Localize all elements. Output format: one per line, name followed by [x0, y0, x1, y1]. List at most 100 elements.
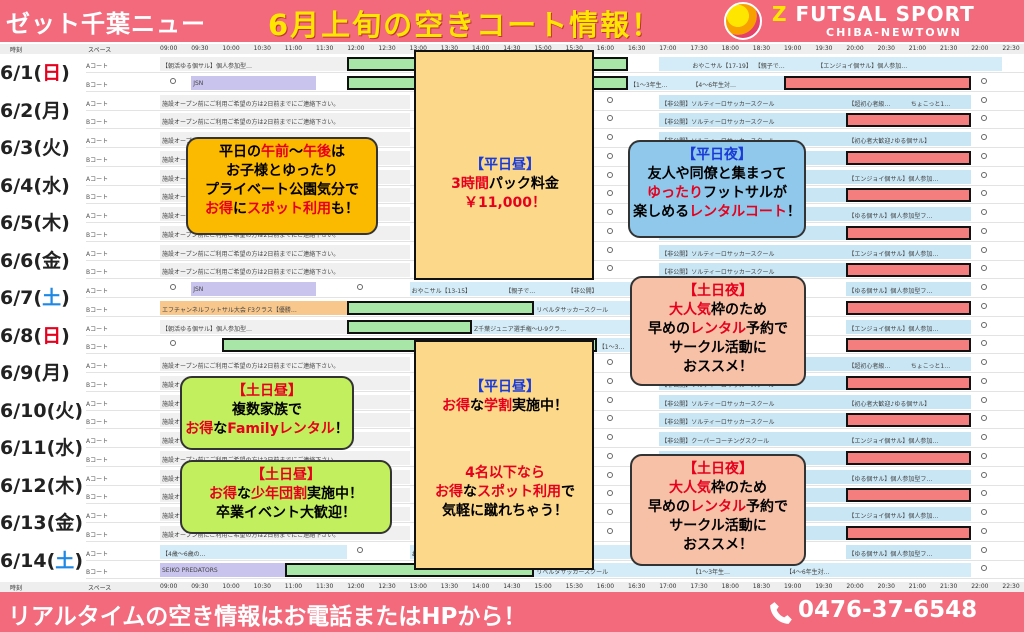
- booking-block[interactable]: 施設オープン前にご利用ご希望の方は2日前までにご連絡下さい。: [160, 244, 410, 259]
- available-slot-icon[interactable]: [170, 340, 176, 346]
- available-slot-icon[interactable]: [606, 527, 613, 534]
- available-slot-icon[interactable]: [357, 284, 364, 290]
- booking-block[interactable]: Z千葉ジュニア選手権〜U-9クラ…: [472, 319, 660, 334]
- available-slot-icon[interactable]: [981, 246, 988, 253]
- available-slot-icon[interactable]: [981, 527, 988, 534]
- booking-block[interactable]: エフチャンネルフットサル大会 F3クラス【優勝…: [160, 300, 348, 315]
- booking-block[interactable]: 【ゆる個サル】個人参加型フ…: [846, 469, 972, 484]
- available-slot-icon[interactable]: [606, 265, 613, 271]
- booking-block[interactable]: 【1〜3年生…: [690, 563, 784, 577]
- available-slot-icon[interactable]: [606, 434, 613, 440]
- booking-block[interactable]: 【非公開】ソルティーロサッカースクール: [659, 113, 847, 127]
- booking-block[interactable]: 【4歳〜6歳の…: [160, 544, 348, 559]
- booking-block[interactable]: SEIKO PREDATORS: [160, 563, 285, 577]
- available-slot-icon[interactable]: [606, 190, 613, 196]
- available-slot-icon[interactable]: [981, 152, 988, 159]
- open-block[interactable]: [846, 150, 972, 165]
- booking-block[interactable]: 【非公開】ソルティーロサッカースクール: [659, 263, 847, 277]
- available-slot-icon[interactable]: [981, 134, 988, 140]
- available-slot-icon[interactable]: [981, 340, 988, 346]
- booking-block[interactable]: 【エンジョイ個サル】個人参加…: [815, 57, 1003, 71]
- booking-block[interactable]: 【ゆる個サル】個人参加型フ…: [846, 282, 972, 296]
- available-slot-icon[interactable]: [357, 546, 364, 553]
- booking-block[interactable]: 【初心者大歓迎♪ゆる個サル】: [846, 394, 972, 409]
- open-block[interactable]: [846, 413, 972, 427]
- available-slot-icon[interactable]: [981, 77, 988, 84]
- booking-block[interactable]: 施設オープン前にご利用ご希望の方は2日前までにご連絡下さい。: [160, 94, 410, 109]
- available-slot-icon[interactable]: [170, 77, 176, 84]
- available-slot-icon[interactable]: [981, 209, 988, 215]
- available-slot-icon[interactable]: [606, 209, 613, 215]
- available-slot-icon[interactable]: [981, 452, 988, 459]
- available-slot-icon[interactable]: [606, 134, 613, 140]
- open-block[interactable]: [846, 263, 972, 277]
- booking-block[interactable]: 【超初心者級…: [846, 357, 909, 371]
- available-slot-icon[interactable]: [981, 396, 988, 403]
- open-block[interactable]: [347, 300, 535, 315]
- available-slot-icon[interactable]: [981, 302, 988, 309]
- available-slot-icon[interactable]: [981, 227, 988, 234]
- open-block[interactable]: [846, 300, 972, 315]
- open-block[interactable]: [846, 225, 972, 240]
- booking-block[interactable]: 施設オープン前にご利用ご希望の方は2日前までにご連絡下さい。: [160, 113, 410, 127]
- open-block[interactable]: [846, 450, 972, 465]
- available-slot-icon[interactable]: [981, 265, 988, 271]
- booking-block[interactable]: 【エンジョイ個サル】個人参加…: [846, 244, 972, 259]
- booking-block[interactable]: 【非公開】ソルティーロサッカースクール: [659, 94, 847, 109]
- available-slot-icon[interactable]: [606, 171, 613, 178]
- available-slot-icon[interactable]: [981, 471, 988, 478]
- booking-block[interactable]: 【非公開】ソルティーロサッカースクール: [659, 244, 847, 259]
- available-slot-icon[interactable]: [606, 115, 613, 121]
- booking-block[interactable]: 【ゆる個サル】個人参加型フ…: [846, 544, 972, 559]
- open-block[interactable]: [846, 375, 972, 390]
- booking-block[interactable]: 施設オープン前にご利用ご希望の方は2日前までにご連絡下さい。: [160, 357, 410, 371]
- booking-block[interactable]: ちょこっと1…: [908, 94, 972, 109]
- booking-block[interactable]: ちょこっと1…: [908, 357, 972, 371]
- booking-block[interactable]: 【親子で…: [752, 57, 816, 71]
- available-slot-icon[interactable]: [981, 115, 988, 121]
- booking-block[interactable]: 【非公開】ソルティーロサッカースクール: [659, 413, 847, 427]
- open-block[interactable]: [846, 188, 972, 202]
- available-slot-icon[interactable]: [606, 452, 613, 459]
- booking-block[interactable]: JSN: [191, 75, 316, 90]
- booking-block[interactable]: 施設オープン前にご利用ご希望の方は2日前までにご連絡下さい。: [160, 263, 410, 277]
- available-slot-icon[interactable]: [981, 377, 988, 384]
- available-slot-icon[interactable]: [981, 284, 988, 290]
- booking-block[interactable]: 【非公開】クーパーコーチングスクール: [659, 432, 847, 446]
- available-slot-icon[interactable]: [981, 565, 988, 571]
- open-block[interactable]: [846, 338, 972, 352]
- available-slot-icon[interactable]: [606, 359, 613, 365]
- booking-block[interactable]: 【4〜6年生対…: [784, 563, 972, 577]
- available-slot-icon[interactable]: [981, 190, 988, 196]
- booking-block[interactable]: 【エンジョイ個サル】個人参加…: [846, 432, 972, 446]
- open-block[interactable]: [846, 525, 972, 540]
- available-slot-icon[interactable]: [981, 321, 988, 328]
- available-slot-icon[interactable]: [606, 396, 613, 403]
- available-slot-icon[interactable]: [606, 246, 613, 253]
- booking-block[interactable]: 【ゆる個サル】個人参加型フ…: [846, 207, 972, 221]
- booking-block[interactable]: JSN: [191, 282, 316, 296]
- booking-block[interactable]: 【超初心者級…: [846, 94, 909, 109]
- available-slot-icon[interactable]: [981, 509, 988, 515]
- available-slot-icon[interactable]: [981, 96, 988, 103]
- available-slot-icon[interactable]: [981, 434, 988, 440]
- booking-block[interactable]: おやこサル【13-15】: [409, 282, 504, 296]
- booking-block[interactable]: 【朝活ゆる個サル】個人参加型…: [160, 319, 348, 334]
- available-slot-icon[interactable]: [606, 96, 613, 103]
- booking-block[interactable]: 【朝活ゆる個サル】個人参加型…: [160, 57, 348, 71]
- booking-block[interactable]: 【親子で…: [503, 282, 566, 296]
- available-slot-icon[interactable]: [606, 471, 613, 478]
- available-slot-icon[interactable]: [606, 509, 613, 515]
- available-slot-icon[interactable]: [981, 490, 988, 496]
- available-slot-icon[interactable]: [170, 284, 176, 290]
- booking-block[interactable]: おやこサル【17-19】: [690, 57, 753, 71]
- booking-block[interactable]: 【エンジョイ個サル】個人参加…: [846, 507, 972, 521]
- booking-block[interactable]: 【1〜3年生…: [628, 75, 691, 90]
- available-slot-icon[interactable]: [606, 227, 613, 234]
- open-block[interactable]: [846, 113, 972, 127]
- booking-block[interactable]: 【エンジョイ個サル】個人参加…: [846, 169, 972, 184]
- available-slot-icon[interactable]: [981, 359, 988, 365]
- booking-block[interactable]: 【4〜6年生対…: [690, 75, 784, 90]
- open-block[interactable]: [659, 57, 691, 71]
- booking-block[interactable]: 【エンジョイ個サル】個人参加…: [846, 319, 972, 334]
